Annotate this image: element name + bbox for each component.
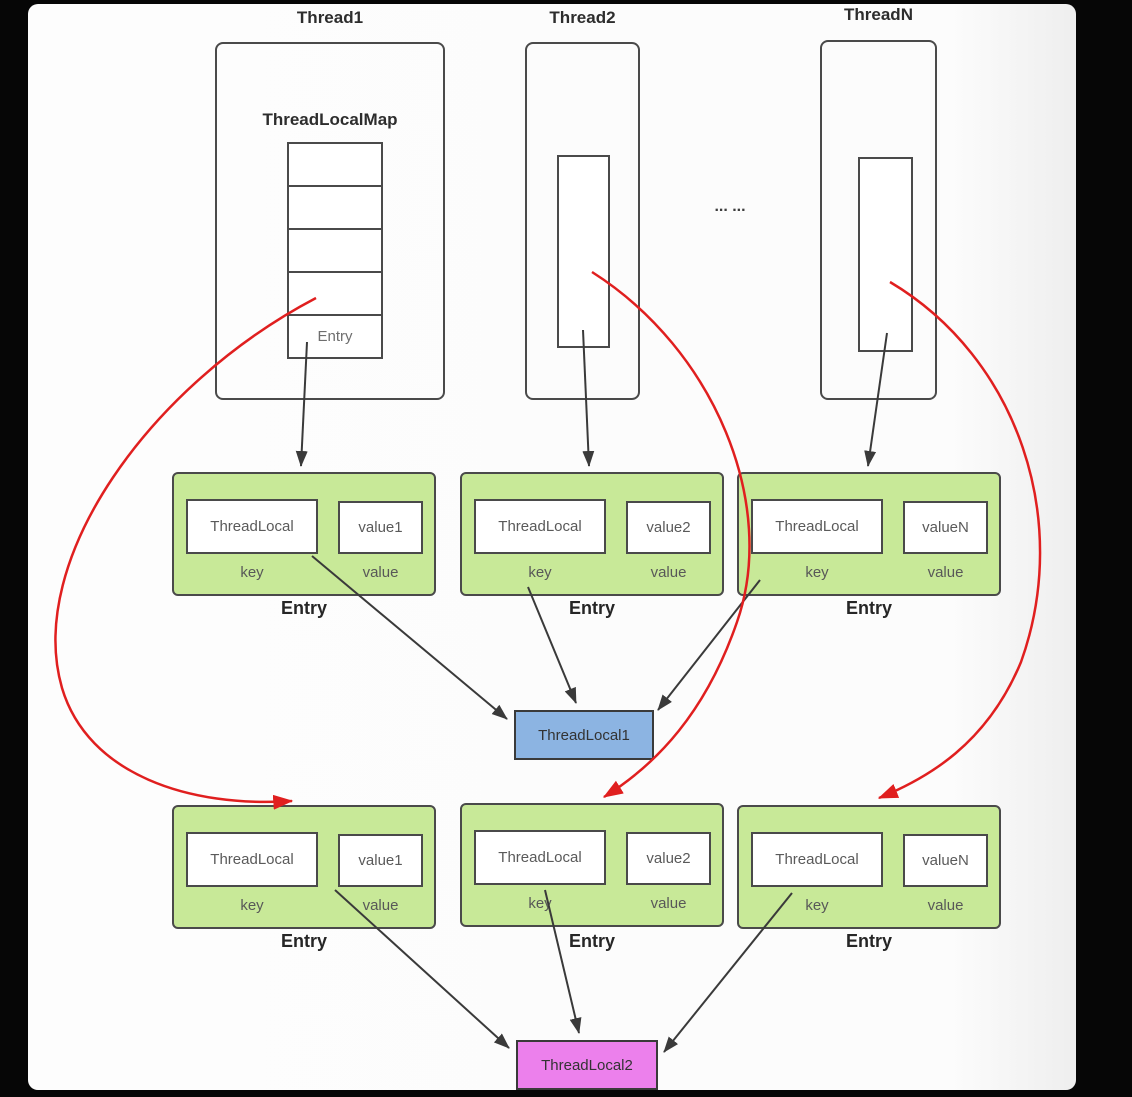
entry-value-text: valueN <box>922 519 969 536</box>
map-cell <box>287 185 383 230</box>
threadlocalmap-label: ThreadLocalMap <box>262 110 398 129</box>
threadn-map-slot <box>858 157 913 352</box>
entry-key-text: ThreadLocal <box>498 518 582 535</box>
entry-box-row2-2: ThreadLocal value2 key value <box>460 803 724 927</box>
entry-key-label: key <box>528 564 552 581</box>
entry-value-box: value2 <box>626 501 711 554</box>
entry-key-text: ThreadLocal <box>775 851 859 868</box>
entry-caption-row2-2: Entry <box>568 931 615 951</box>
entry-key-box: ThreadLocal <box>186 832 318 887</box>
entry-box-row1-2: ThreadLocal value2 key value <box>460 472 724 596</box>
thread2-map-slot <box>557 155 610 348</box>
map-cell-entry: Entry <box>287 314 383 359</box>
entry-box-row1-3: ThreadLocal valueN key value <box>737 472 1001 596</box>
entry-value-text: valueN <box>922 852 969 869</box>
entry-key-box: ThreadLocal <box>474 499 606 554</box>
entry-value-text: value1 <box>358 852 403 869</box>
entry-key-box: ThreadLocal <box>186 499 318 554</box>
threads-ellipsis: ... ... <box>714 198 746 215</box>
entry-caption-row2-1: Entry <box>280 931 327 951</box>
entry-key-box: ThreadLocal <box>751 499 883 554</box>
entry-value-box: value1 <box>338 834 423 887</box>
threadn-title: ThreadN <box>844 5 913 24</box>
map-entry-label: Entry <box>317 328 353 345</box>
entry-value-label: value <box>362 564 399 581</box>
entry-value-box: value2 <box>626 832 711 885</box>
entry-key-label: key <box>805 897 829 914</box>
thread2-title: Thread2 <box>549 8 616 27</box>
entry-value-label: value <box>927 897 964 914</box>
entry-caption-row1-2: Entry <box>568 598 615 618</box>
entry-key-text: ThreadLocal <box>775 518 859 535</box>
entry-value-label: value <box>362 897 399 914</box>
entry-key-box: ThreadLocal <box>751 832 883 887</box>
entry-value-label: value <box>650 564 687 581</box>
entry-box-row2-1: ThreadLocal value1 key value <box>172 805 436 929</box>
entry-value-label: value <box>927 564 964 581</box>
entry-value-box: valueN <box>903 501 988 554</box>
entry-key-text: ThreadLocal <box>210 851 294 868</box>
entry-key-label: key <box>528 895 552 912</box>
entry-value-box: value1 <box>338 501 423 554</box>
entry-value-label: value <box>650 895 687 912</box>
entry-key-text: ThreadLocal <box>498 849 582 866</box>
entry-key-label: key <box>805 564 829 581</box>
threadlocal2-node: ThreadLocal2 <box>516 1040 658 1090</box>
thread1-box <box>215 42 445 400</box>
threadlocalmap-table: Entry <box>287 142 383 359</box>
map-cell <box>287 142 383 187</box>
entry-caption-row2-3: Entry <box>845 931 892 951</box>
entry-box-row2-3: ThreadLocal valueN key value <box>737 805 1001 929</box>
entry-value-text: value2 <box>646 519 691 536</box>
entry-key-label: key <box>240 564 264 581</box>
thread1-title: Thread1 <box>296 8 364 27</box>
entry-box-row1-1: ThreadLocal value1 key value <box>172 472 436 596</box>
threadlocal1-node: ThreadLocal1 <box>514 710 654 760</box>
entry-caption-row1-1: Entry <box>280 598 327 618</box>
entry-value-box: valueN <box>903 834 988 887</box>
map-cell <box>287 228 383 273</box>
entry-key-box: ThreadLocal <box>474 830 606 885</box>
entry-value-text: value1 <box>358 519 403 536</box>
entry-key-label: key <box>240 897 264 914</box>
entry-key-text: ThreadLocal <box>210 518 294 535</box>
entry-caption-row1-3: Entry <box>845 598 892 618</box>
map-cell <box>287 271 383 316</box>
entry-value-text: value2 <box>646 850 691 867</box>
